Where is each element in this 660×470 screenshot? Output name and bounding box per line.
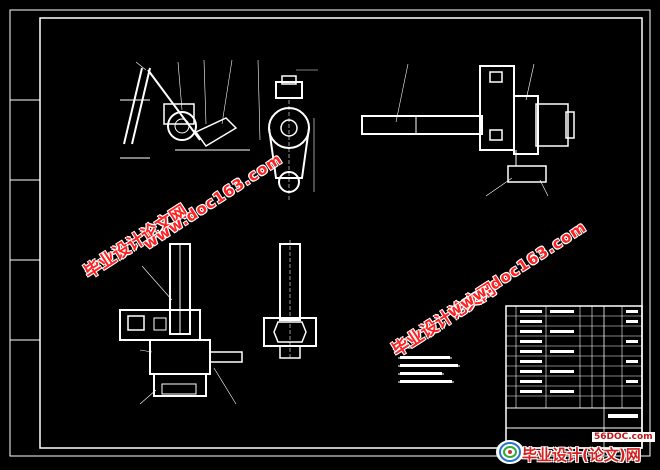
brand-logo-icon (496, 440, 524, 464)
brand-site[interactable]: 56DOC.com (592, 432, 655, 442)
view-top-right (361, 63, 575, 197)
view-bottom-middle (263, 240, 317, 360)
title-block (505, 305, 643, 449)
inner-border (39, 17, 643, 449)
view-bottom-left (119, 243, 243, 405)
view-lever (268, 69, 318, 200)
view-top-left (120, 59, 261, 159)
title-block-text (400, 310, 638, 436)
outer-border (9, 9, 651, 457)
brand-text: 毕业设计(论文)网 (522, 446, 641, 464)
